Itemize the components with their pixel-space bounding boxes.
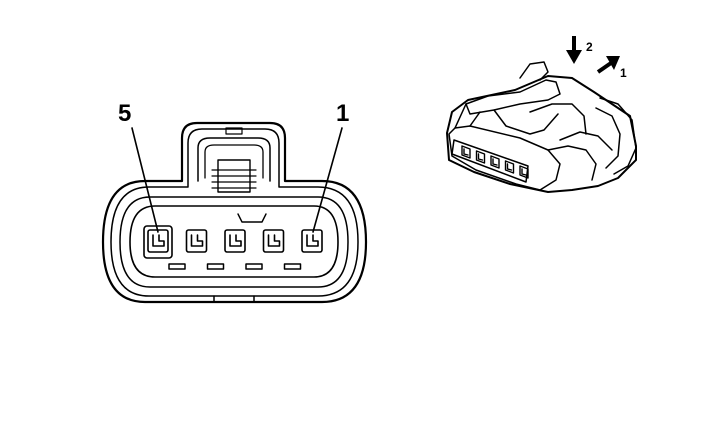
step-1-label: 1 [620,66,627,80]
pin-5-leader [131,127,159,233]
perspective-terminal [504,160,515,174]
perspective-terminal-row [461,145,529,179]
perspective-latch [465,79,561,115]
terminal-cavity [262,229,285,253]
perspective-side-seam [547,145,597,181]
terminal-5-frame [143,225,173,259]
terminal-cavity [185,229,208,253]
pin-1-leader [312,127,343,233]
perspective-latch-arm [519,61,549,81]
lower-rib [168,263,186,270]
polarization-key [237,213,267,223]
lower-rib [245,263,263,270]
lock-latch-outline [197,137,271,182]
housing-inner-rim [110,128,359,297]
perspective-terminal [461,145,471,159]
housing-outer-outline [101,121,368,304]
perspective-terminal [475,150,486,164]
lower-rib [206,263,225,270]
pin-5-label: 5 [118,100,131,127]
perspective-rear-cap-inner [595,107,621,169]
lock-latch-inner [204,144,264,179]
perspective-terminal [519,165,529,179]
perspective-body-outline [446,75,637,193]
housing-terminal-cavity [129,205,339,278]
housing-seal-ring [119,196,349,288]
latch-top-tab [225,127,243,135]
terminal-cavity [301,229,323,253]
step-2-label: 2 [586,40,593,54]
pin-1-label: 1 [336,100,349,127]
perspective-rear-cap [599,97,637,175]
terminal-cavity [224,229,246,253]
connector-face-view [101,121,368,304]
connector-perspective-view [446,61,637,193]
perspective-front-face [448,125,561,191]
terminal-cavity [147,229,169,253]
lower-rib-row [168,263,302,270]
terminal-row [143,225,323,259]
perspective-edge [469,111,481,127]
perspective-rib [529,103,587,135]
housing-bottom-lip [213,295,255,303]
perspective-latch-arm [493,109,559,135]
lower-rib [283,263,302,270]
step-1-arrow [596,56,620,74]
perspective-rib [559,131,613,151]
perspective-terminal [490,155,500,169]
perspective-edge [454,103,467,129]
perspective-terminal-strip [451,139,529,183]
step-2-arrow [566,36,582,64]
